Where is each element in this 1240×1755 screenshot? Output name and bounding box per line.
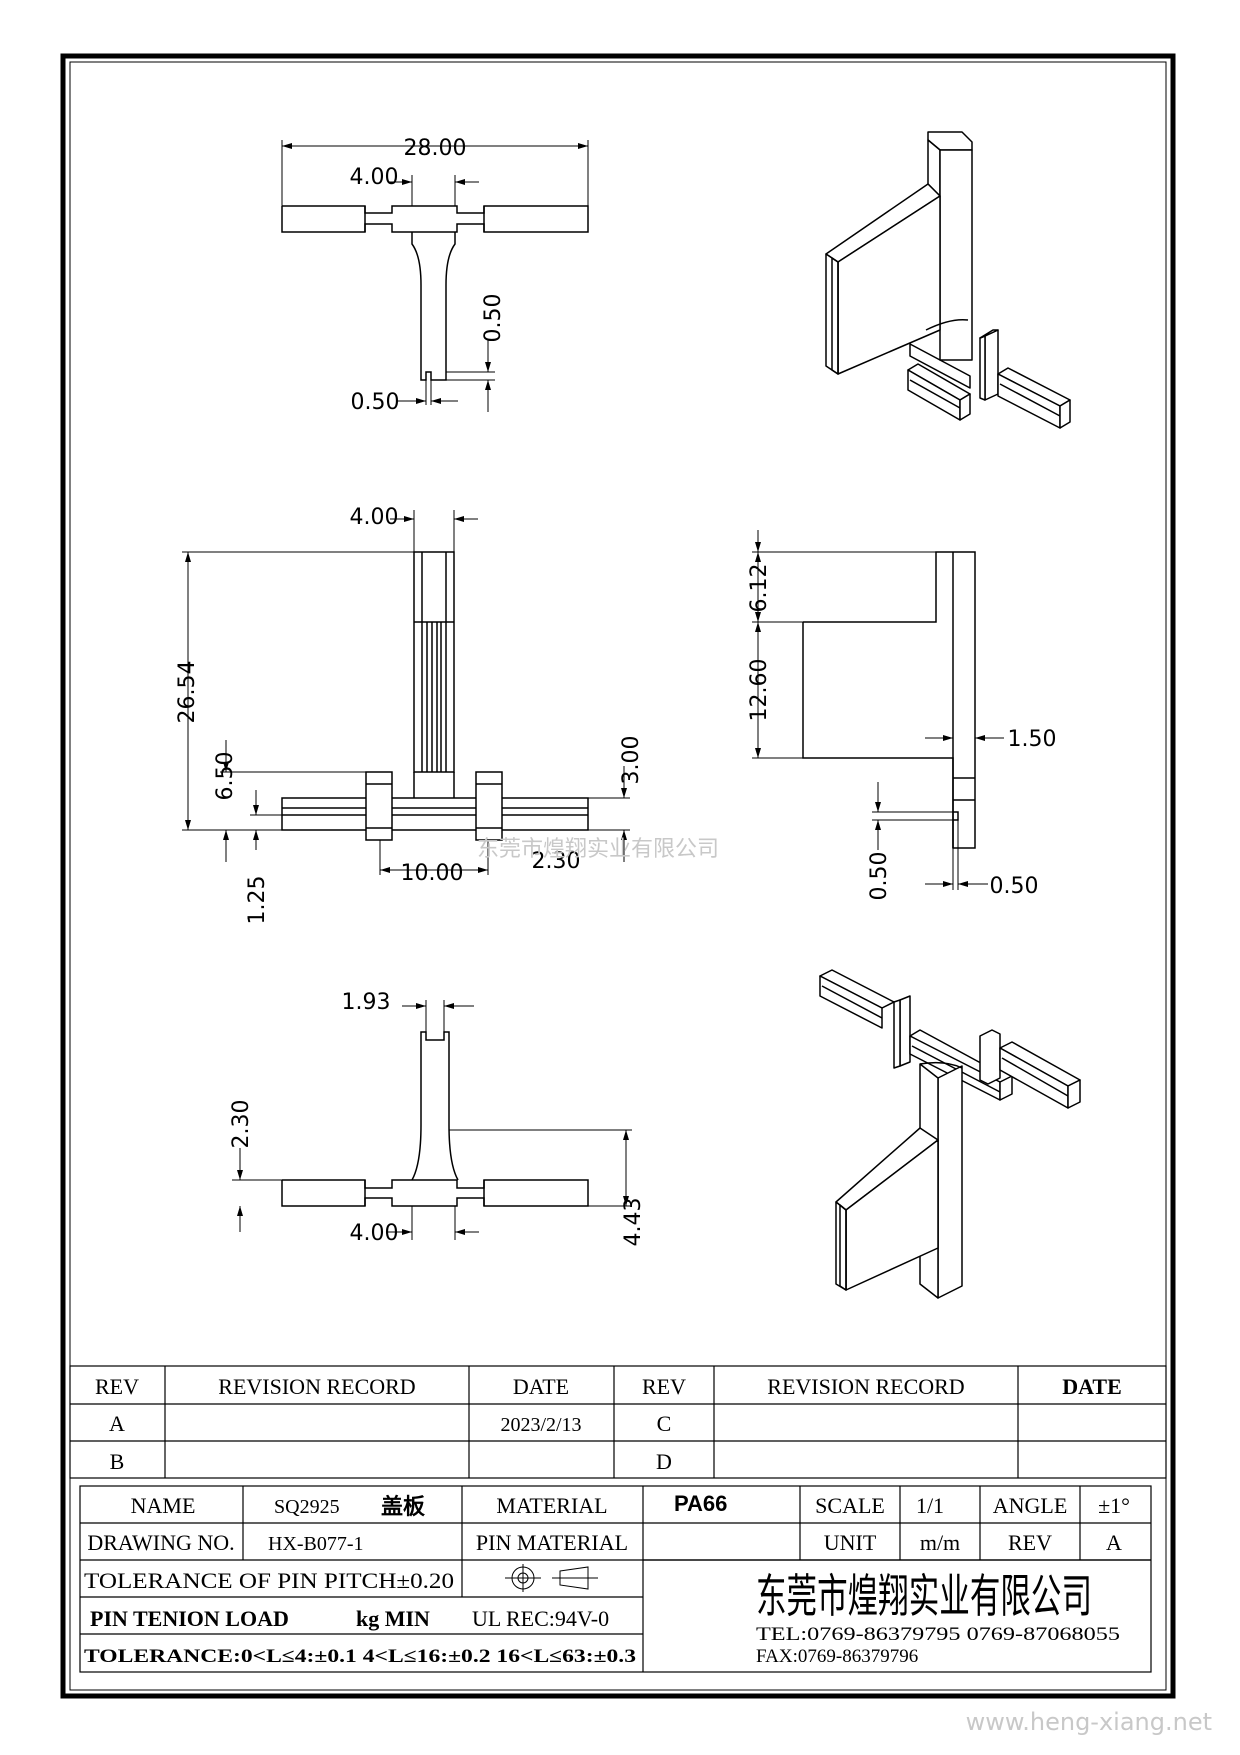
pin-tension-label: PIN TENION LOAD (90, 1606, 289, 1631)
unit-value: m/m (920, 1530, 960, 1555)
name-chinese: 盖板 (381, 1494, 426, 1519)
dim-side-wall-thickness: 1.50 (1008, 727, 1057, 752)
dim-front-center-width: 10.00 (401, 861, 464, 886)
rev-label: REV (1008, 1530, 1052, 1555)
company-name: 东莞市煌翔实业有限公司 (756, 1571, 1092, 1622)
dim-bottom-upper-height: 2.30 (229, 1100, 254, 1149)
dim-top-slot-depth: 0.50 (481, 294, 506, 343)
dim-side-slot-width: 0.50 (990, 874, 1039, 899)
material-label: MATERIAL (496, 1493, 607, 1518)
projection-symbol-icon (505, 1564, 598, 1592)
rev-row-a-date: 2023/2/13 (500, 1414, 581, 1436)
drawing-no-label: DRAWING NO. (87, 1530, 234, 1555)
bottom-view-dimension-lines (237, 1003, 629, 1235)
date-header-1: DATE (513, 1374, 569, 1399)
outer-frame (60, 53, 1176, 1699)
revision-record-header-1: REVISION RECORD (218, 1374, 415, 1399)
tolerance-line: TOLERANCE:0<L≤4:±0.1 4<L≤16:±0.2 16<L≤63… (84, 1646, 636, 1667)
rev-header-1: REV (95, 1374, 139, 1399)
side-view (752, 551, 976, 890)
dim-side-panel-height: 12.60 (747, 659, 772, 722)
front-view (182, 510, 630, 875)
bottom-view (232, 1000, 632, 1240)
drawing-no-value: HX-B077-1 (268, 1533, 364, 1555)
dim-bottom-neck-width: 4.00 (350, 1221, 399, 1246)
dim-front-flange-height: 6.50 (213, 752, 238, 801)
dim-top-total-width: 28.00 (404, 136, 467, 161)
dim-bottom-tip-width: 1.93 (342, 990, 391, 1015)
tolerance-pin-pitch: TOLERANCE OF PIN PITCH±0.20 (84, 1568, 454, 1593)
angle-value: ±1° (1098, 1493, 1130, 1518)
dim-front-slot-width: 2.30 (532, 849, 581, 874)
rev-row-d: D (656, 1449, 672, 1474)
top-view-dimension-lines (282, 143, 588, 412)
rev-value: A (1106, 1530, 1122, 1555)
isometric-view-lower (819, 969, 1081, 1299)
inner-frame (69, 61, 1167, 1691)
corner-watermark: www.heng-xiang.net (966, 1708, 1212, 1736)
pin-tension-unit: kg MIN (356, 1606, 430, 1631)
revision-table (69, 1365, 1167, 1479)
rev-row-a: A (109, 1411, 125, 1436)
scale-label: SCALE (815, 1493, 885, 1518)
dim-side-slot-height: 0.50 (867, 852, 892, 901)
angle-label: ANGLE (993, 1493, 1068, 1518)
material-value: PA66 (674, 1491, 727, 1516)
ul-rec: UL REC:94V-0 (472, 1606, 609, 1631)
rev-header-2: REV (642, 1374, 686, 1399)
dim-front-top-width: 4.00 (350, 505, 399, 530)
name-label: NAME (131, 1493, 196, 1518)
rev-row-b: B (110, 1449, 125, 1474)
title-block (79, 1485, 1152, 1673)
company-tel: TEL:0769-86379795 0769-87068055 (756, 1624, 1120, 1645)
company-fax: FAX:0769-86379796 (756, 1646, 918, 1667)
scale-value: 1/1 (916, 1493, 944, 1518)
rev-row-c: C (657, 1411, 672, 1436)
pin-material-label: PIN MATERIAL (476, 1530, 628, 1555)
dim-front-right-height: 3.00 (619, 736, 644, 785)
front-view-dimension-lines (185, 516, 627, 873)
dim-side-top-height: 6.12 (747, 564, 772, 613)
name-value: SQ2925 (274, 1496, 340, 1518)
isometric-view-upper (825, 131, 1071, 429)
top-view (281, 140, 589, 405)
unit-label: UNIT (824, 1530, 877, 1555)
dim-front-bottom-offset: 1.25 (245, 876, 270, 925)
dim-top-slot-width: 0.50 (351, 390, 400, 415)
dim-bottom-total-height: 4.43 (621, 1198, 646, 1247)
center-watermark: 东莞市煌翔实业有限公司 (477, 837, 719, 862)
side-view-dimension-lines (755, 530, 1004, 887)
date-header-2: DATE (1062, 1374, 1122, 1399)
dim-front-height: 26.54 (175, 661, 200, 724)
dim-top-neck-width: 4.00 (350, 165, 399, 190)
revision-record-header-2: REVISION RECORD (767, 1374, 964, 1399)
